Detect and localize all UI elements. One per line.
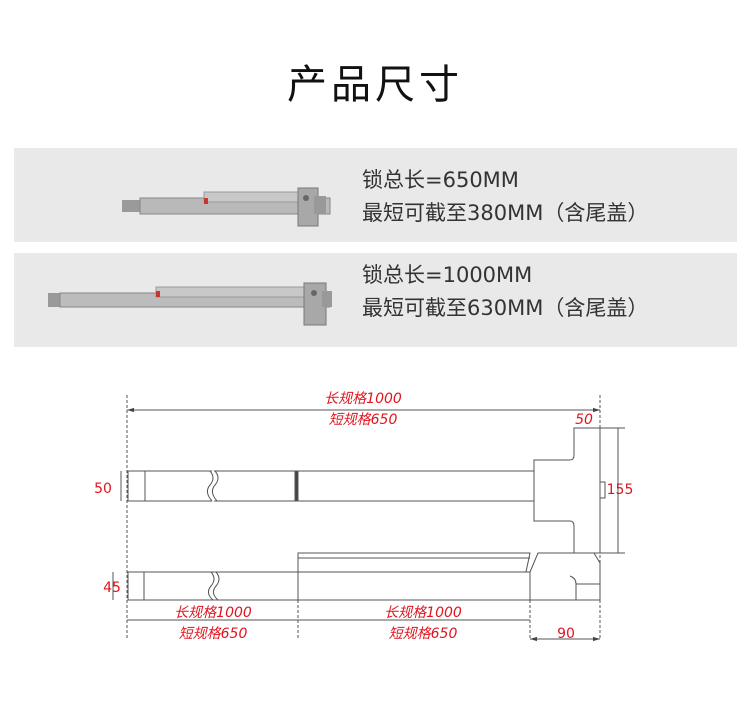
left-short-label: 短规格650 [179,626,248,642]
mid-long-label: 长规格1000 [384,605,462,621]
left-long-label: 长规格1000 [174,605,252,621]
product-650-length: 锁总长=650MM [362,168,519,192]
product-650: 锁总长=650MM 最短可截至380MM（含尾盖） [14,148,737,242]
overall-long-label: 长规格1000 [324,391,402,407]
product-1000-min-cut: 最短可截至630MM（含尾盖） [362,296,649,320]
product-650-min-cut: 最短可截至380MM（含尾盖） [362,201,649,225]
flange-width-label: 50 [575,412,593,428]
overall-short-label: 短规格650 [329,412,398,428]
side-height-label: 45 [103,580,121,596]
head-height-label: 155 [607,482,634,498]
panic-bar-short-image [122,187,331,227]
product-1000-length: 锁总长=1000MM [362,263,533,287]
panic-bar-long-image [48,282,332,326]
bar-height-label: 50 [94,481,112,497]
mid-short-label: 短规格650 [389,626,458,642]
cap-length-label: 90 [557,626,575,642]
page-title: 产品尺寸 [287,62,463,108]
product-1000: 锁总长=1000MM 最短可截至630MM（含尾盖） [14,253,737,347]
